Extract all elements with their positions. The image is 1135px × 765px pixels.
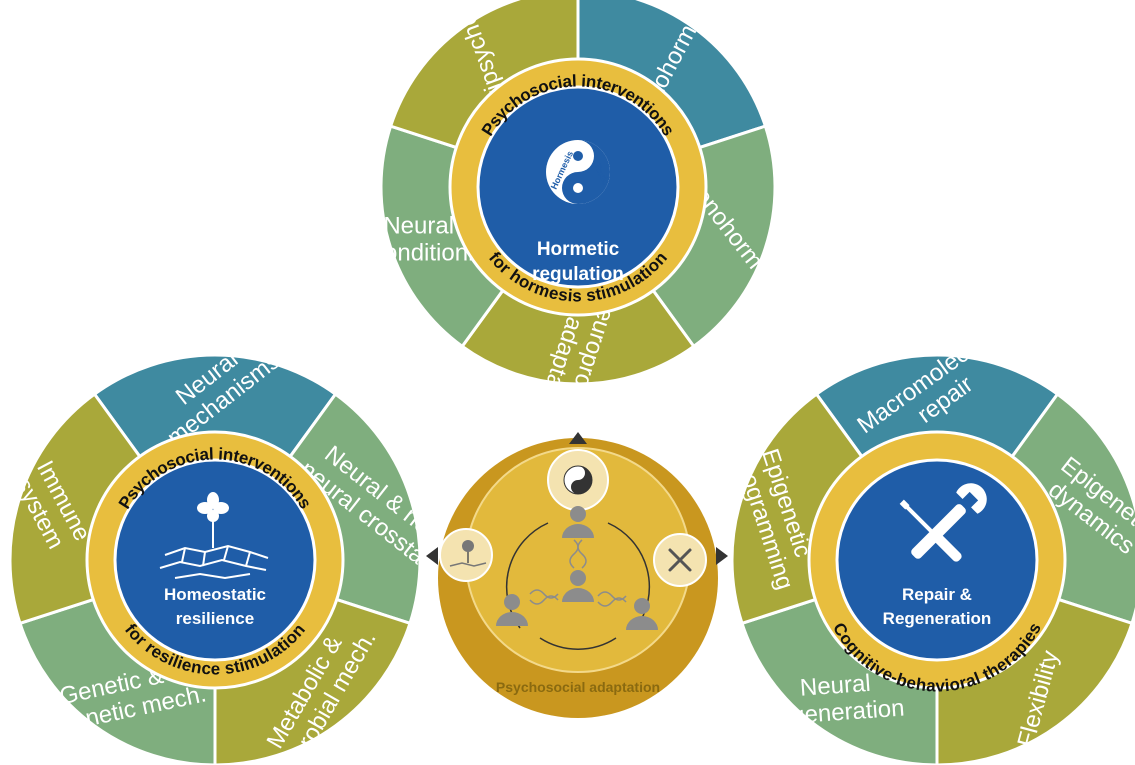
arrow-left-icon <box>426 547 438 565</box>
top-wheel: MitohormesisXenohormesisNeuroprotec-tive… <box>337 0 795 429</box>
top-wheel-segments: MitohormesisXenohormesisNeuroprotec-tive… <box>337 0 795 429</box>
hub-caption: Psychosocial adaptation <box>496 679 660 695</box>
hub-tools-icon <box>668 548 692 572</box>
flower-cracked-soil-icon <box>159 492 269 580</box>
hub-cycle-arc-bottom <box>539 637 617 650</box>
right-wheel: MacromolecularrepairEpigeneticdynamicsFl… <box>723 317 1135 765</box>
left-wheel-core <box>113 458 317 662</box>
yin-yang-icon <box>546 140 610 204</box>
hub-flower-icon <box>449 540 487 567</box>
right-wheel-segment-label: Neuralregeneration <box>767 668 905 731</box>
wrench-screwdriver-icon <box>899 483 987 562</box>
dna-icon-left <box>529 589 559 605</box>
dna-icon-right <box>597 591 627 607</box>
left-wheel-core-line2: resilience <box>176 609 254 628</box>
person-icon-center <box>562 570 594 602</box>
right-wheel-core-line1: Repair & <box>902 585 972 604</box>
right-wheel-core-line2: Regeneration <box>883 609 992 628</box>
person-icon-right <box>626 598 658 630</box>
person-icon-top <box>562 506 594 538</box>
dna-icon-top <box>569 539 587 569</box>
hub-bubble-left <box>439 528 493 582</box>
right-wheel-core <box>835 458 1039 662</box>
top-wheel-core-line1: Hormetic <box>537 239 620 260</box>
arrow-up-icon <box>569 432 587 444</box>
hub-yin-yang-icon <box>563 465 593 495</box>
hub-cycle-arc-right <box>607 522 651 629</box>
left-wheel-core-line1: Homeostatic <box>164 585 266 604</box>
arrow-right-icon <box>716 547 728 565</box>
person-icon-left <box>496 594 528 626</box>
center-hub: Psychosocial adaptation <box>426 432 728 718</box>
top-wheel-core-line2: regulation <box>532 264 624 285</box>
